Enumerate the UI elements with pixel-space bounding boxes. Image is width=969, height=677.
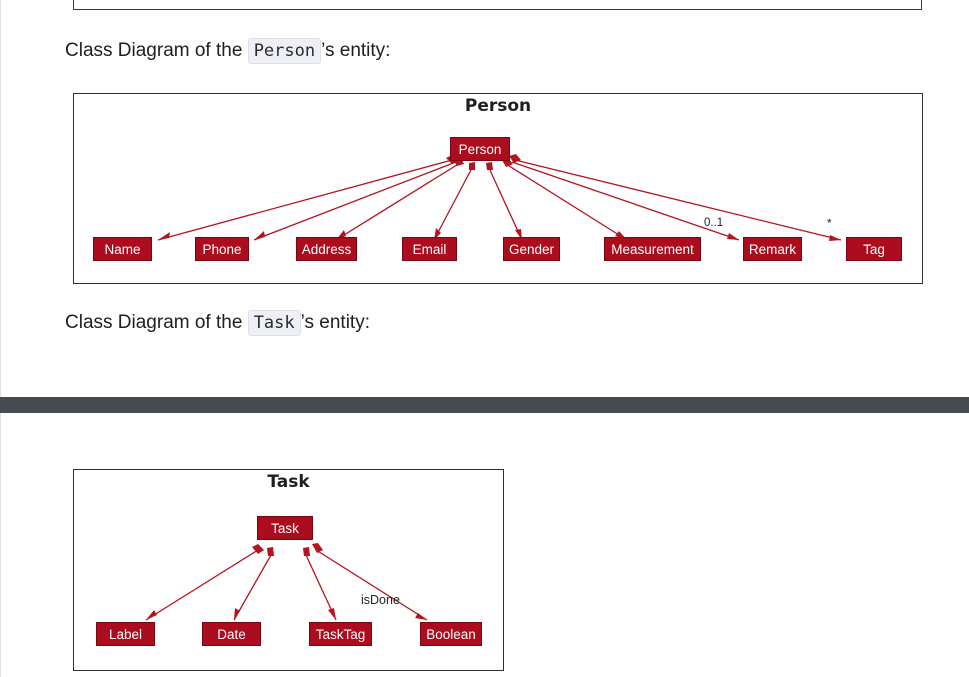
task-class-diagram: Task Task Label Date TaskTag Boolean isD… (73, 469, 504, 671)
task-code: Task (247, 310, 301, 336)
page-divider (0, 397, 969, 413)
node-name: Name (93, 237, 152, 261)
task-associations (145, 543, 428, 621)
node-label: Label (96, 622, 155, 646)
node-phone: Phone (195, 237, 249, 261)
node-gender: Gender (503, 237, 560, 261)
node-tasktag: TaskTag (309, 622, 372, 646)
node-email: Email (402, 237, 457, 261)
previous-diagram-frame (73, 0, 922, 10)
isdone-role-label: isDone (361, 593, 400, 607)
page-edge (0, 0, 1, 677)
node-date: Date (202, 622, 261, 646)
person-root-node: Person (450, 137, 510, 161)
person-code: Person (247, 38, 322, 64)
task-root-node: Task (257, 516, 313, 540)
remark-multiplicity: 0..1 (704, 217, 724, 229)
task-caption: Class Diagram of the Task’s entity: (65, 310, 370, 336)
node-address: Address (296, 237, 357, 261)
task-diagram-title: Task (267, 472, 310, 492)
tag-multiplicity: * (827, 218, 832, 230)
person-diagram-title: Person (464, 96, 532, 116)
person-class-diagram: Person Person Na (73, 93, 923, 284)
node-boolean: Boolean (420, 622, 482, 646)
node-remark: Remark (743, 237, 802, 261)
node-measurement: Measurement (604, 237, 701, 261)
person-caption: Class Diagram of the Person’s entity: (65, 38, 390, 64)
node-tag: Tag (846, 237, 902, 261)
